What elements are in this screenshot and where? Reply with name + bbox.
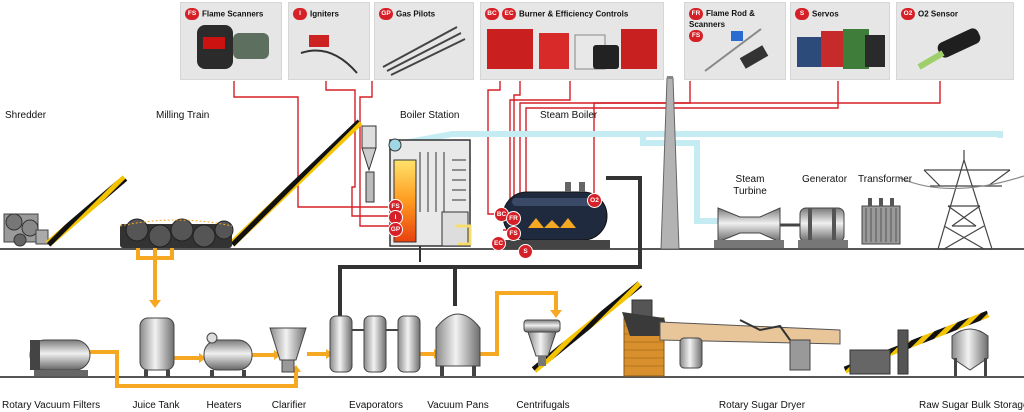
milling-train [119, 218, 234, 248]
sensor-connection-lines [233, 81, 941, 248]
label-rotary-vacuum-filters: Rotary Vacuum Filters [2, 400, 101, 411]
flame-rod-image [704, 28, 769, 72]
centrifugal [523, 319, 561, 366]
o2-sensor-image [917, 28, 981, 70]
marker-ec[interactable]: EC [491, 236, 506, 251]
label-heaters: Heaters [206, 400, 242, 411]
badge-gp: GP [379, 8, 393, 20]
power-pylon [899, 150, 1024, 250]
flame-scanner-image [197, 25, 269, 69]
transformer [861, 198, 901, 245]
gas-pilot-image [382, 26, 466, 76]
label-rotary-sugar-dryer: Rotary Sugar Dryer [718, 400, 806, 411]
badge-fr: FR [689, 8, 703, 20]
badge-i: I [293, 8, 307, 20]
steam-boiler [500, 182, 610, 249]
rotary-vacuum-filter [29, 339, 91, 376]
shredder-machine [3, 213, 49, 247]
rotary-sugar-dryer [622, 299, 909, 377]
generator [798, 207, 848, 248]
vacuum-pans [435, 313, 481, 376]
badge-ec: EC [502, 8, 516, 20]
label-centrifugals: Centrifugals [516, 400, 570, 411]
badge-o2: O2 [901, 8, 915, 20]
label-steam-turbine: Steam Turbine [733, 174, 767, 197]
raw-sugar-silo [951, 328, 989, 376]
marker-fr[interactable]: FR [506, 211, 521, 226]
marker-s[interactable]: S [518, 244, 533, 259]
label-juice-tank: Juice Tank [132, 400, 180, 411]
juice-tank [139, 317, 175, 377]
badge-bc: BC [485, 8, 499, 20]
burner-controls-image [487, 29, 657, 70]
chimney [660, 76, 680, 250]
label-transformer: Transformer [858, 174, 913, 185]
label-steam-boiler: Steam Boiler [540, 110, 598, 121]
label-milling-train: Milling Train [156, 110, 210, 121]
marker-o2[interactable]: O2 [587, 193, 602, 208]
marker-fs[interactable]: FS [506, 226, 521, 241]
badge-fs: FS [185, 8, 199, 20]
clarifier [269, 327, 307, 373]
label-vacuum-pans: Vacuum Pans [427, 400, 489, 411]
steam-return-pipe [338, 176, 642, 322]
boiler-station [361, 125, 472, 262]
igniter-image [300, 35, 358, 74]
label-boiler-station: Boiler Station [400, 110, 460, 121]
badge-fs: FS [689, 30, 703, 43]
marker-gp[interactable]: GP [388, 222, 403, 237]
steam-turbine [714, 207, 800, 248]
label-shredder: Shredder [5, 110, 47, 121]
label-generator: Generator [802, 174, 848, 185]
evaporators [329, 315, 421, 373]
juice-flow-lines [90, 247, 558, 388]
label-raw-sugar-bulk-storage: Raw Sugar Bulk Storage [919, 400, 1024, 411]
label-evaporators: Evaporators [349, 400, 403, 411]
badge-s: S [795, 8, 809, 20]
label-clarifier: Clarifier [271, 400, 307, 411]
servos-image [797, 29, 885, 69]
heater [203, 332, 253, 377]
steam-pipe [397, 131, 1003, 224]
